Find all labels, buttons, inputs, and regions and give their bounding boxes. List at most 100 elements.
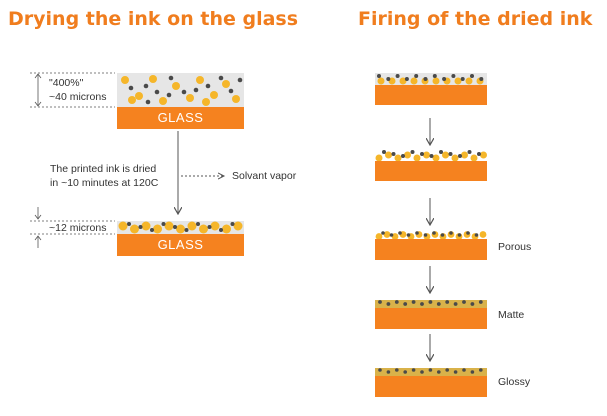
dark-particle [161, 222, 166, 226]
glass-slab-top [117, 107, 244, 129]
orange-particle [479, 231, 487, 238]
dark-particle [394, 300, 399, 304]
dark-particle [420, 302, 424, 306]
dark-particle [474, 233, 479, 237]
dark-particle [414, 74, 419, 78]
orange-particle [470, 154, 478, 162]
firing-stage [375, 368, 487, 397]
orange-particle [375, 233, 383, 240]
glass-slab [375, 161, 487, 181]
drying-title: Drying the ink on the glass [8, 8, 299, 30]
dark-particle [378, 300, 382, 304]
dark-particle [432, 231, 436, 235]
orange-particle [196, 76, 204, 84]
dark-particle [378, 368, 382, 372]
orange-particle [199, 224, 208, 234]
dark-particle [436, 302, 441, 306]
wet-thickness-label: "400%" ~40 microns [49, 77, 107, 103]
orange-particle [410, 77, 418, 85]
dark-particle [453, 370, 458, 374]
dark-particle [166, 92, 172, 98]
orange-particle [432, 77, 440, 85]
orange-particle [413, 154, 421, 162]
orange-particle [210, 91, 218, 99]
dark-particle [395, 74, 400, 78]
dark-particle [196, 222, 200, 226]
orange-particle [141, 221, 151, 231]
dark-particle [127, 222, 131, 226]
dark-particle [437, 370, 441, 374]
dark-particle [154, 89, 160, 95]
dark-particle [460, 77, 465, 81]
orange-particle [375, 154, 383, 162]
dark-particle [386, 77, 391, 81]
orange-particle [176, 224, 185, 234]
dark-particle [143, 83, 149, 89]
vapor-label: Solvant vapor [232, 170, 297, 182]
orange-particle [432, 154, 440, 162]
wet-thickness-dimension [30, 72, 115, 108]
glass-slab [375, 85, 487, 105]
dry-ink-particles [118, 221, 243, 234]
dark-particle [470, 74, 474, 78]
dark-particle [429, 154, 434, 158]
stage-label-glossy: Glossy [498, 376, 531, 388]
orange-particle [423, 151, 430, 159]
dark-particle [404, 77, 409, 81]
orange-particle [149, 75, 157, 83]
orange-particle [186, 94, 194, 102]
dark-particle [230, 222, 235, 226]
dark-particle [451, 74, 456, 78]
dark-particle [440, 233, 445, 237]
dark-particle [218, 75, 224, 81]
firing-stages [375, 73, 487, 397]
dark-particle [432, 74, 437, 78]
firing-stage [375, 300, 487, 329]
dark-particle [445, 300, 450, 304]
glass-slab [375, 308, 487, 329]
glass-slab [375, 376, 487, 397]
dry-thickness-label: ~12 microns [49, 222, 107, 234]
dark-particle [219, 228, 223, 232]
dark-particle [150, 228, 154, 232]
dark-particle [411, 300, 416, 304]
orange-particle [391, 233, 399, 240]
dark-particle [377, 74, 381, 78]
dark-particle [193, 87, 199, 93]
dark-particle [470, 370, 475, 374]
stage-label-matte: Matte [498, 309, 525, 321]
dark-particle [237, 77, 243, 83]
dark-particle [467, 150, 472, 154]
orange-particle [232, 95, 240, 103]
orange-particle [135, 92, 143, 100]
dark-particle [228, 88, 234, 94]
orange-particle [121, 76, 129, 84]
drying-description: The printed ink is dried in ~10 minutes … [50, 163, 159, 189]
dark-particle [466, 231, 470, 235]
dark-particle [389, 233, 394, 237]
dark-particle [420, 370, 424, 374]
orange-particle [164, 221, 174, 231]
dark-particle [445, 368, 450, 372]
dark-particle [415, 231, 419, 235]
orange-particle [159, 97, 167, 105]
orange-particle [394, 154, 402, 162]
firing-stage [375, 231, 487, 260]
dark-particle [205, 83, 211, 89]
glass-slab [375, 239, 487, 260]
wet-ink-particles [121, 75, 243, 106]
dark-particle [403, 370, 408, 374]
dark-particle [406, 233, 411, 237]
dark-particle [410, 150, 415, 154]
dark-particle [386, 370, 391, 374]
dark-particle [470, 302, 475, 306]
dark-particle [442, 77, 447, 81]
orange-particle [465, 77, 473, 85]
dark-particle [145, 99, 151, 105]
orange-particle [202, 98, 210, 106]
orange-particle [442, 151, 449, 159]
orange-particle [383, 231, 391, 238]
dark-particle [173, 225, 177, 229]
glass-slab-bottom [117, 234, 244, 256]
